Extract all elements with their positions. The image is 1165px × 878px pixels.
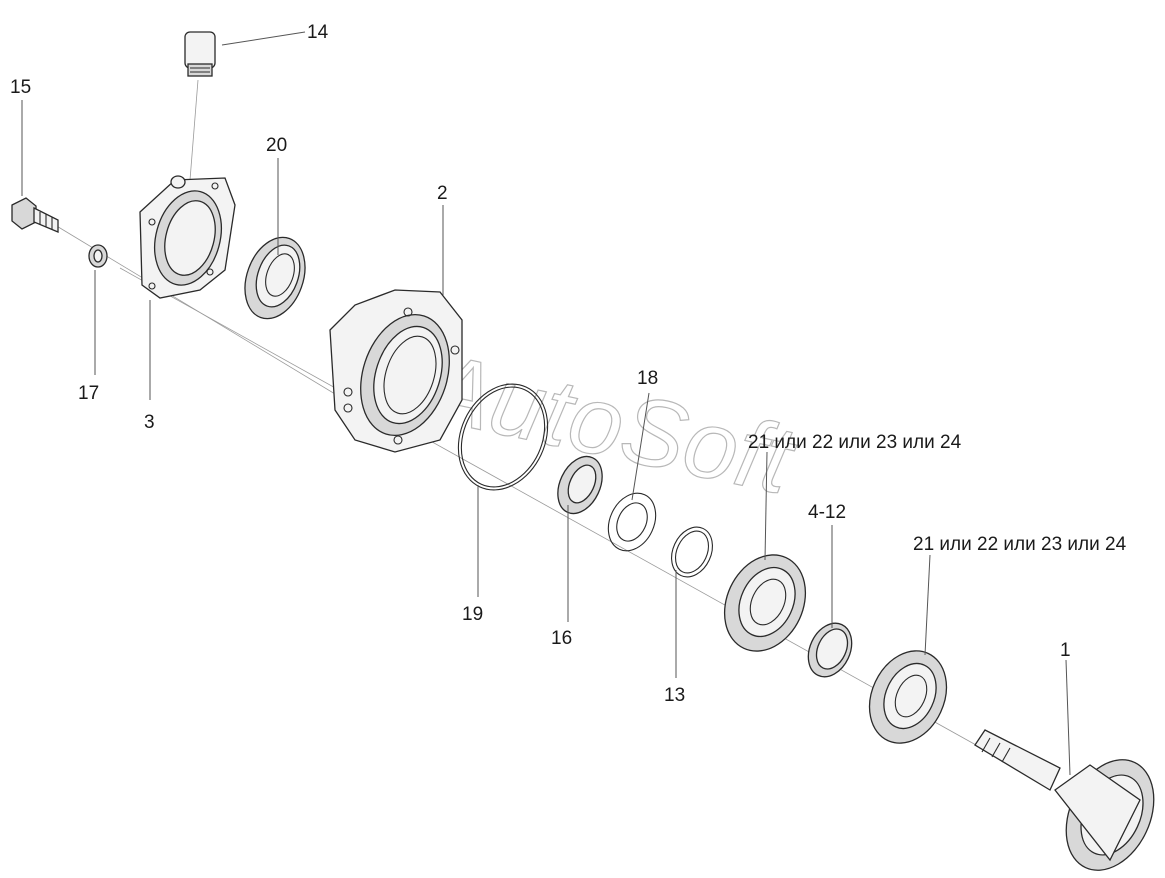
part-lockwasher-18	[607, 492, 657, 552]
part-seal-20	[244, 236, 306, 320]
callout-2: 2	[437, 183, 448, 204]
part-spacer-4-12	[807, 622, 853, 678]
callout-3: 3	[144, 412, 155, 433]
callout-20: 20	[266, 135, 287, 156]
part-bearing-21-second	[868, 650, 948, 744]
callout-15: 15	[10, 77, 31, 98]
callout-16: 16	[551, 628, 572, 649]
part-nut-16	[557, 455, 603, 515]
watermark-text: AutoSoft	[414, 332, 805, 515]
part-oring-19	[457, 383, 549, 491]
part-pinion-shaft-1	[974, 729, 1155, 871]
callout-4-12: 4-12	[808, 502, 846, 523]
callout-18: 18	[637, 368, 658, 389]
part-washer-17	[88, 244, 108, 268]
part-housing-2	[329, 289, 463, 453]
part-ring-13	[671, 526, 713, 578]
part-cover-3	[139, 175, 236, 299]
part-plug-14	[184, 31, 216, 77]
callout-21-second: 21 или 22 или 23 или 24	[913, 534, 1127, 555]
leader-lines	[21, 31, 1071, 776]
callout-14: 14	[307, 22, 329, 43]
callout-17: 17	[78, 383, 99, 404]
callout-19: 19	[462, 604, 483, 625]
callout-1: 1	[1060, 640, 1071, 661]
part-bearing-21-first	[723, 554, 807, 652]
callout-21-first: 21 или 22 или 23 или 24	[748, 432, 962, 453]
callout-13: 13	[664, 685, 685, 706]
part-bolt-15	[11, 197, 59, 233]
